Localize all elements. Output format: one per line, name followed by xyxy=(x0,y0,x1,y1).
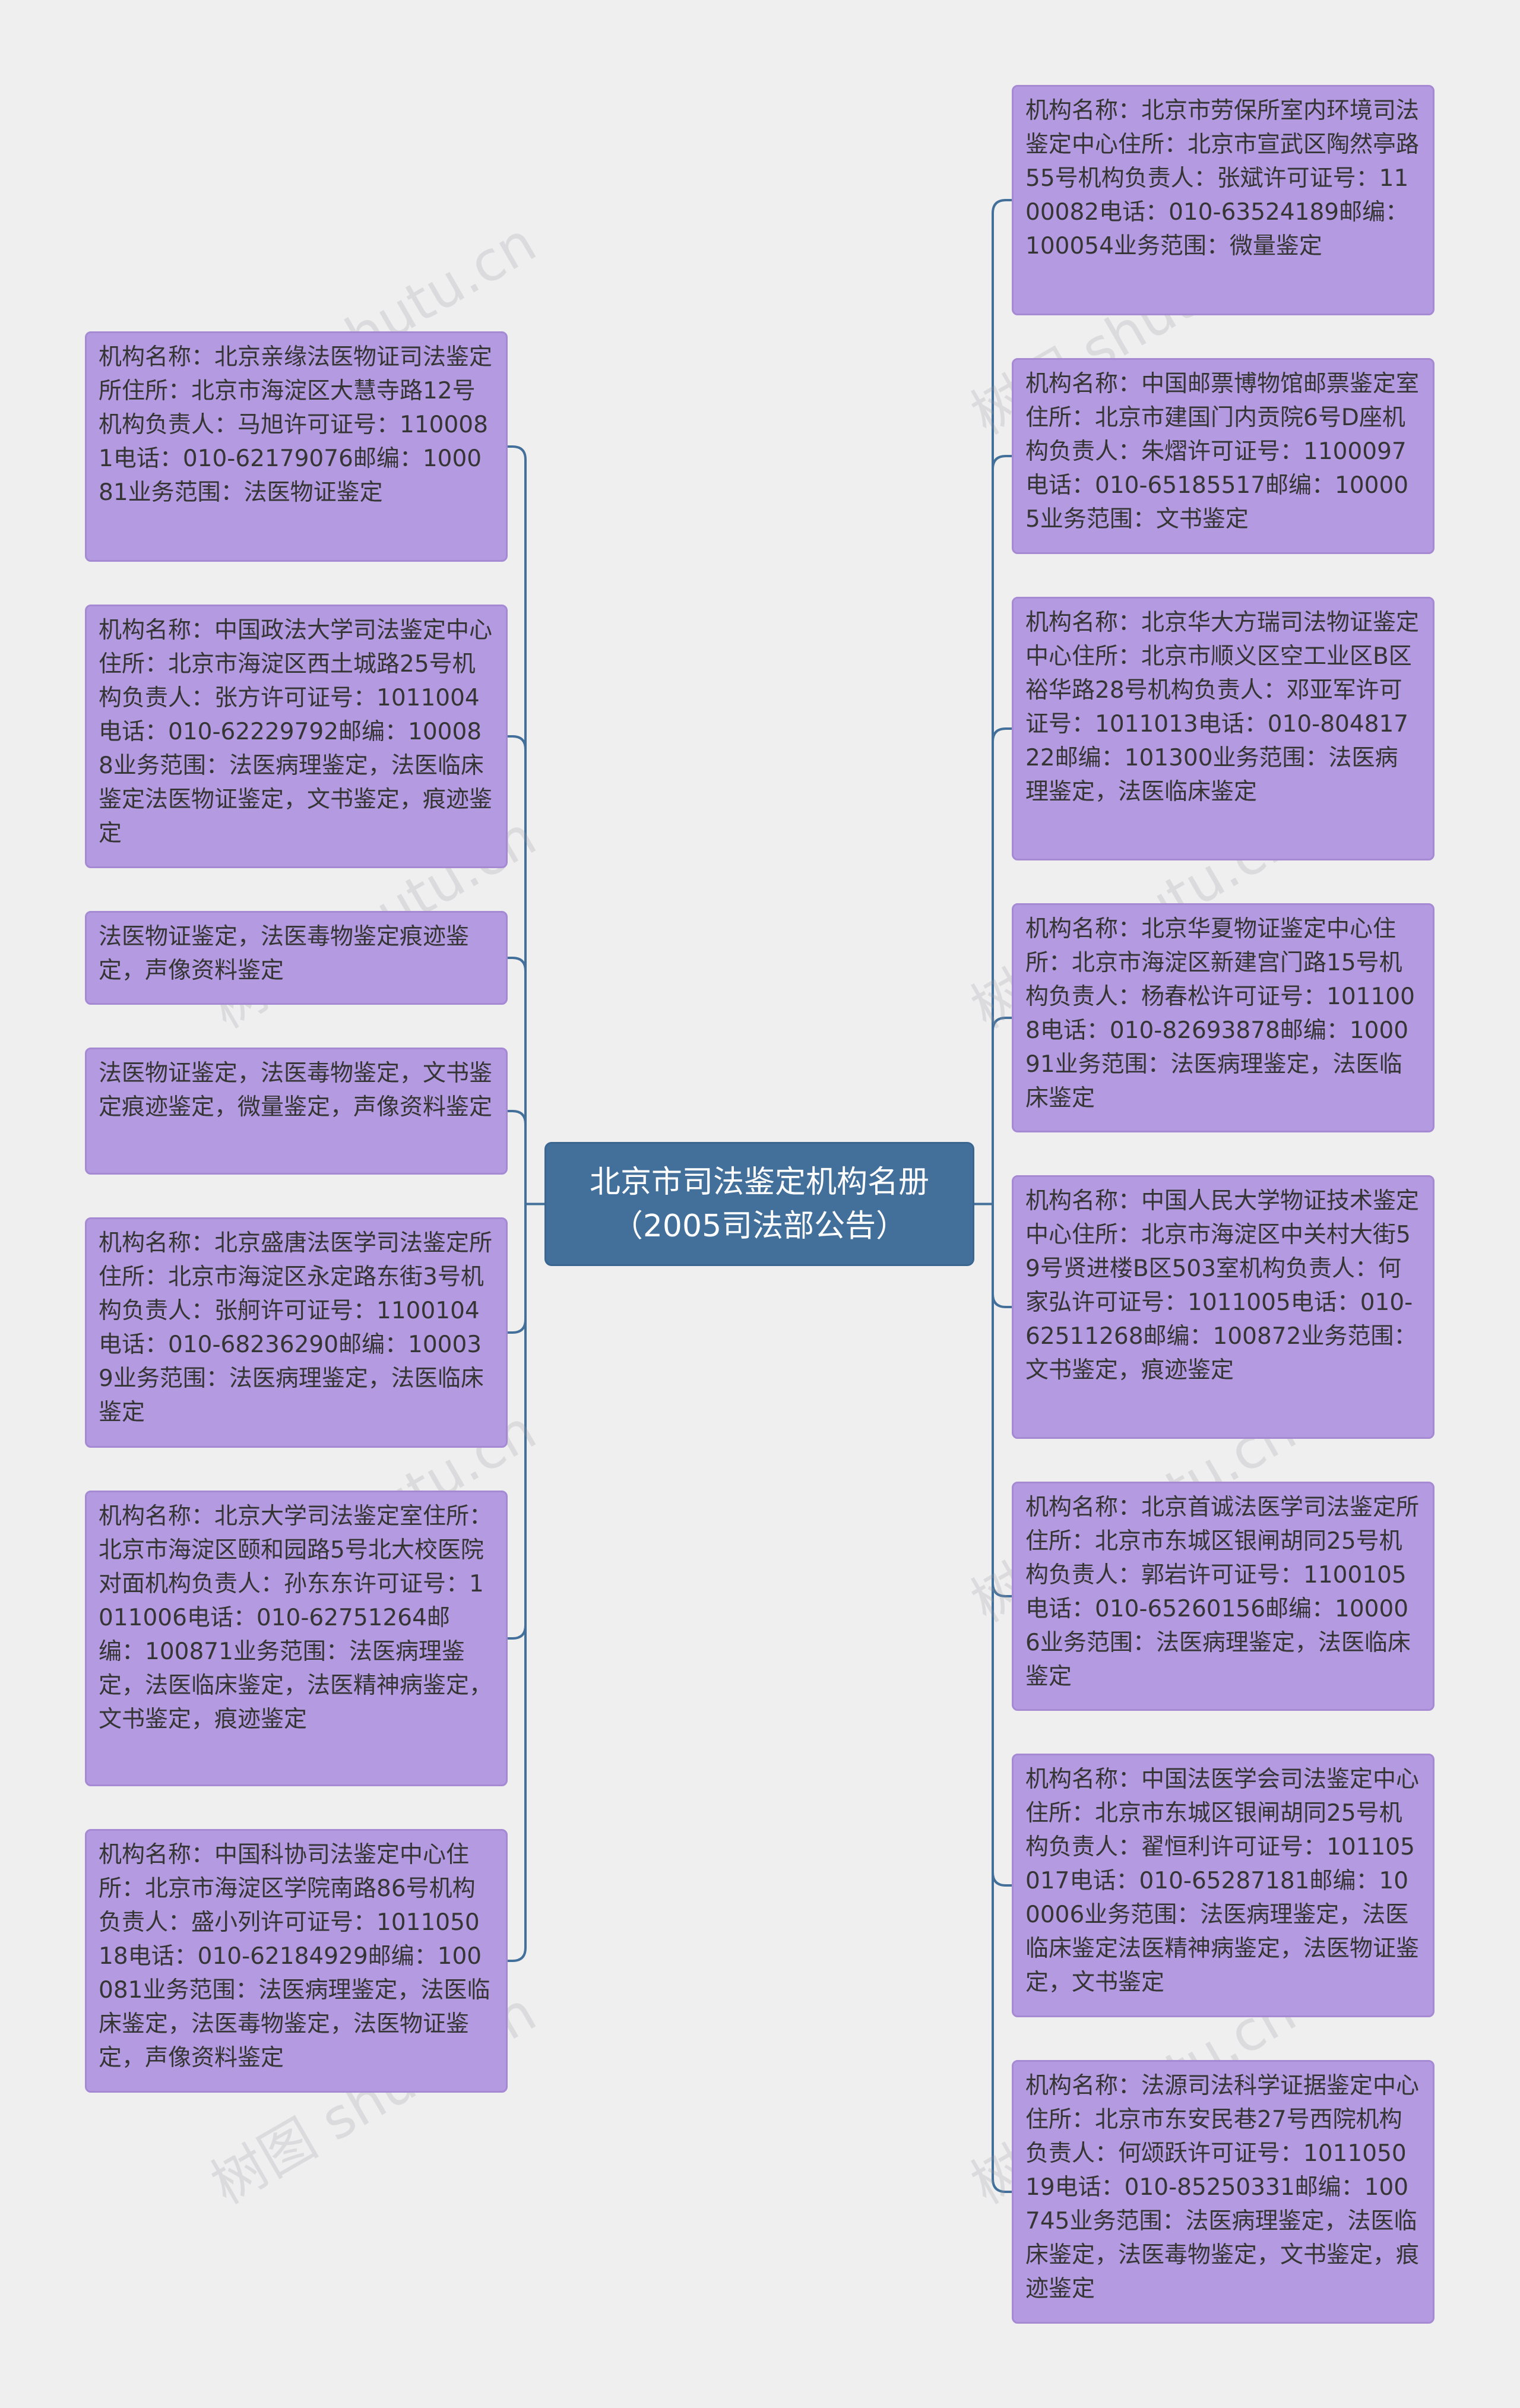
right-node-6[interactable]: 机构名称：北京首诚法医学司法鉴定所住所：北京市东城区银闸胡同25号机构负责人：郭… xyxy=(1012,1482,1434,1711)
left-node-5[interactable]: 机构名称：北京盛唐法医学司法鉴定所住所：北京市海淀区永定路东街3号机构负责人：张… xyxy=(85,1217,508,1448)
connector-left-1 xyxy=(508,445,527,1204)
left-node-1[interactable]: 机构名称：北京亲缘法医物证司法鉴定所住所：北京市海淀区大慧寺路12号机构负责人：… xyxy=(85,331,508,562)
connector-right-10 xyxy=(992,727,1012,1204)
connector-right-12 xyxy=(992,1204,1012,1308)
connector-left-3 xyxy=(508,957,527,1204)
left-node-4[interactable]: 法医物证鉴定，法医毒物鉴定，文书鉴定痕迹鉴定，微量鉴定，声像资料鉴定 xyxy=(85,1048,508,1175)
left-node-6[interactable]: 机构名称：北京大学司法鉴定室住所：北京市海淀区颐和园路5号北大校医院对面机构负责… xyxy=(85,1491,508,1786)
root-subtitle: （2005司法部公告） xyxy=(612,1208,907,1244)
connector-right-9 xyxy=(992,455,1012,1204)
right-node-4[interactable]: 机构名称：北京华夏物证鉴定中心住所：北京市海淀区新建宫门路15号机构负责人：杨春… xyxy=(1012,903,1434,1132)
connector-right-15 xyxy=(992,1204,1012,2193)
connector-left-5 xyxy=(508,1204,527,1334)
right-node-1[interactable]: 机构名称：北京市劳保所室内环境司法鉴定中心住所：北京市宣武区陶然亭路55号机构负… xyxy=(1012,85,1434,315)
connector-left-2 xyxy=(508,735,527,1204)
connector-left-7 xyxy=(508,1204,527,1962)
connector-left-4 xyxy=(508,1110,527,1204)
right-node-5[interactable]: 机构名称：中国人民大学物证技术鉴定中心住所：北京市海淀区中关村大街59号贤进楼B… xyxy=(1012,1175,1434,1439)
connector-right-8 xyxy=(992,199,1012,1204)
right-node-7[interactable]: 机构名称：中国法医学会司法鉴定中心住所：北京市东城区银闸胡同25号机构负责人：翟… xyxy=(1012,1754,1434,2017)
right-node-3[interactable]: 机构名称：北京华大方瑞司法物证鉴定中心住所：北京市顺义区空工业区B区裕华路28号… xyxy=(1012,597,1434,860)
connector-right-11 xyxy=(992,1017,1012,1204)
right-node-8[interactable]: 机构名称：法源司法科学证据鉴定中心住所：北京市东安民巷27号西院机构负责人：何颂… xyxy=(1012,2060,1434,2324)
left-node-7[interactable]: 机构名称：中国科协司法鉴定中心住所：北京市海淀区学院南路86号机构负责人：盛小列… xyxy=(85,1829,508,2093)
left-node-2[interactable]: 机构名称：中国政法大学司法鉴定中心住所：北京市海淀区西土城路25号机构负责人：张… xyxy=(85,605,508,868)
connector-right-13 xyxy=(992,1204,1012,1597)
root-title: 北京市司法鉴定机构名册 xyxy=(589,1164,929,1200)
right-node-2[interactable]: 机构名称：中国邮票博物馆邮票鉴定室住所：北京市建国门内贡院6号D座机构负责人：朱… xyxy=(1012,358,1434,554)
left-node-3[interactable]: 法医物证鉴定，法医毒物鉴定痕迹鉴定，声像资料鉴定 xyxy=(85,911,508,1005)
connector-left-6 xyxy=(508,1204,527,1640)
root-topic[interactable]: 北京市司法鉴定机构名册 （2005司法部公告） xyxy=(544,1142,974,1266)
